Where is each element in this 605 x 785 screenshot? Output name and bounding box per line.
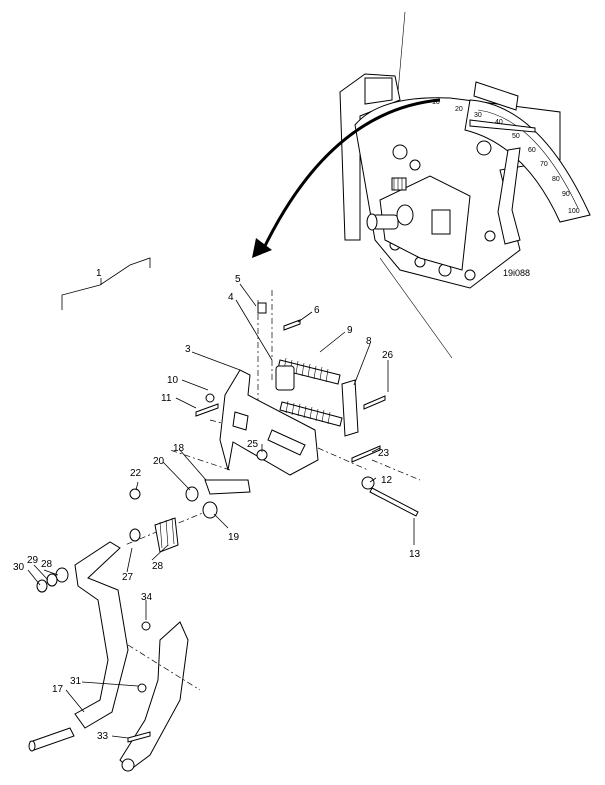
callout-17: 17 [52, 684, 64, 695]
callout-33: 33 [97, 731, 109, 742]
callout-5: 5 [235, 274, 241, 285]
callout-28-right: 28 [152, 561, 164, 572]
callout-19: 19 [228, 532, 240, 543]
callout-29: 29 [27, 555, 39, 566]
upper-assembly [339, 11, 591, 359]
dial-scale-40: 40 [495, 119, 503, 126]
callout-27: 27 [122, 572, 134, 583]
callout-20: 20 [153, 456, 165, 467]
dial-scale-80: 80 [552, 176, 560, 183]
dial-scale-90: 90 [562, 191, 570, 198]
reference-code: 19i088 [503, 268, 530, 278]
leader-lines [27, 257, 415, 739]
dial-scale-70: 70 [540, 161, 548, 168]
dial-scale-20: 20 [455, 106, 463, 113]
callout-22: 23 [378, 448, 390, 459]
callout-4: 4 [228, 292, 234, 303]
callout-28-left: 28 [41, 559, 53, 570]
callout-10: 10 [167, 375, 179, 386]
curved-arrow-icon [252, 98, 441, 258]
callout-12: 13 [409, 549, 421, 560]
callout-11: 11 [161, 393, 172, 404]
dial-scale: 10 20 30 40 50 60 70 80 90 100 [432, 99, 580, 215]
dial-scale-50: 50 [512, 133, 520, 140]
center-assembly [124, 290, 421, 553]
callout-18: 18 [173, 443, 185, 454]
callout-6: 6 [314, 305, 320, 316]
callout-30: 30 [13, 562, 25, 573]
callout-23: 22 [130, 468, 142, 479]
callout-25: 25 [247, 439, 259, 450]
callout-31: 31 [70, 676, 82, 687]
callout-26: 26 [382, 350, 394, 361]
dial-scale-30: 30 [474, 112, 482, 119]
callout-34: 34 [141, 592, 153, 603]
callout-8: 8 [366, 336, 372, 347]
callout-3: 3 [185, 344, 191, 355]
callout-13: 12 [381, 475, 393, 486]
callout-9: 9 [347, 325, 353, 336]
callout-1: 1 [96, 268, 102, 279]
dial-scale-10: 10 [432, 99, 440, 106]
callout-labels: 1 5 4 6 9 3 8 26 10 11 25 23 18 20 22 12… [13, 268, 421, 742]
dial-scale-60: 60 [528, 147, 536, 154]
dial-scale-100: 100 [568, 208, 580, 215]
pedal-assembly [28, 541, 201, 772]
